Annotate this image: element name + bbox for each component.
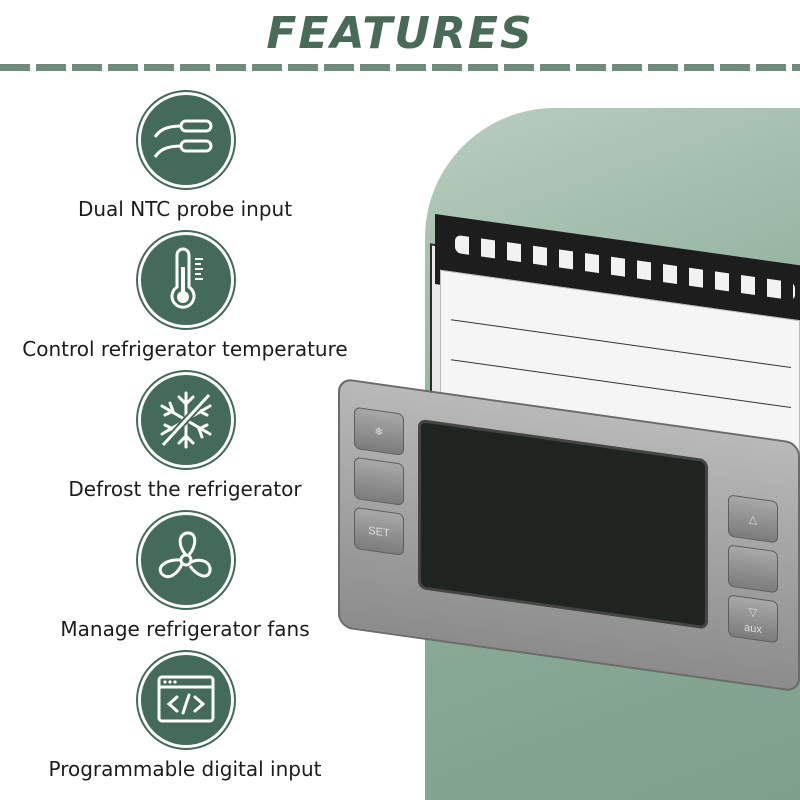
blank-button[interactable] [354,456,404,506]
feature-icon-circle [138,372,234,468]
feature-label: Manage refrigerator fans [60,617,310,641]
feature-item: Manage refrigerator fans [0,512,370,642]
snowflake-off-icon [160,391,212,449]
up-button[interactable]: △ [728,494,778,544]
probe-icon [153,119,213,158]
feature-label: Programmable digital input [48,757,322,781]
snowflake-icon: ❄ [374,425,384,439]
controller-device: ❄ SET △ ▽ aux [330,213,800,700]
chevron-up-icon: △ [748,513,758,527]
aux-label: aux [744,621,762,637]
feature-label: Defrost the refrigerator [68,477,302,501]
title-divider [0,64,800,71]
defrost-button[interactable]: ❄ [354,406,404,456]
thermometer-icon [170,247,203,309]
feature-item: Control refrigerator temperature [0,232,370,362]
fan-icon [158,531,212,579]
set-button[interactable]: SET [354,506,404,556]
feature-item: Programmable digital input [0,652,370,782]
code-window-icon [157,675,215,723]
device-display [418,418,708,630]
feature-icon-circle [138,232,234,328]
feature-label: Control refrigerator temperature [22,337,348,361]
blank-right-button[interactable] [728,544,778,594]
feature-item: Defrost the refrigerator [0,372,370,502]
feature-icon-circle [138,652,234,748]
aux-button[interactable]: ▽ aux [728,594,778,644]
feature-label: Dual NTC probe input [77,197,293,221]
feature-icon-circle [138,92,234,188]
feature-icon-circle [138,512,234,608]
chevron-down-icon: ▽ [748,606,758,620]
page-title: FEATURES [266,8,534,59]
feature-item: Dual NTC probe input [0,92,370,222]
